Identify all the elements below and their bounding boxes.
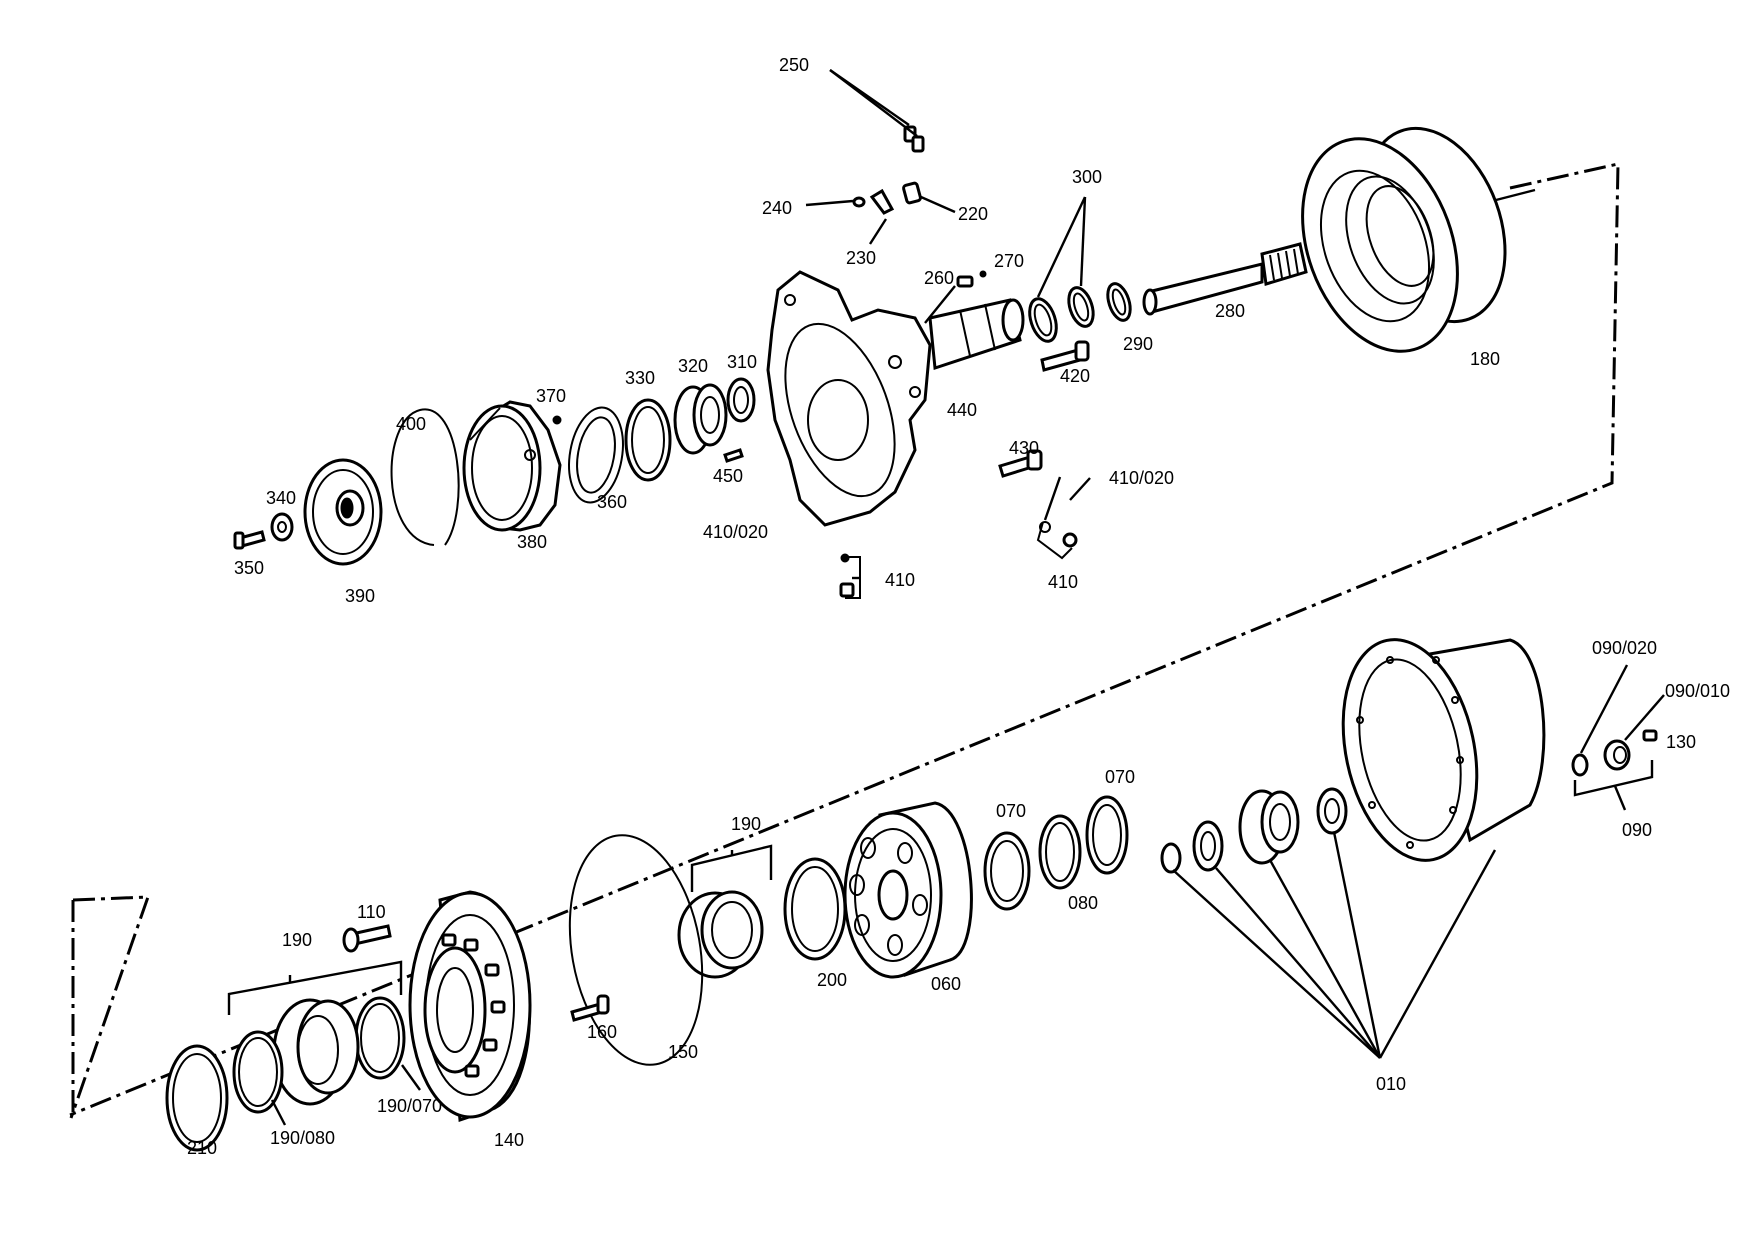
part-180-brake-disc xyxy=(1301,126,1507,353)
label-060: 060 xyxy=(931,974,961,994)
label-360: 360 xyxy=(597,492,627,512)
label-330: 330 xyxy=(625,368,655,388)
part-250-screws xyxy=(903,125,925,153)
label-260: 260 xyxy=(924,268,954,288)
label-340: 340 xyxy=(266,488,296,508)
part-410-bracket-left xyxy=(839,553,861,599)
label-090: 090 xyxy=(1622,820,1652,840)
part-370-dot xyxy=(552,415,562,425)
part-390-cover xyxy=(303,458,383,566)
part-310-ring xyxy=(726,377,756,423)
label-370: 370 xyxy=(536,386,566,406)
label-320: 320 xyxy=(678,356,708,376)
label-180: 180 xyxy=(1470,349,1500,369)
label-090-010: 090/010 xyxy=(1665,681,1730,701)
label-150: 150 xyxy=(668,1042,698,1062)
part-270-dot xyxy=(979,270,987,278)
part-330-ring xyxy=(624,398,672,482)
part-430-bolt xyxy=(998,449,1043,478)
part-300-rings xyxy=(1028,286,1095,343)
part-010-hub-housing xyxy=(1341,638,1546,862)
label-210: 210 xyxy=(187,1138,217,1158)
label-390: 390 xyxy=(345,586,375,606)
label-160: 160 xyxy=(587,1022,617,1042)
part-140-hub xyxy=(408,890,532,1123)
label-190-080: 190/080 xyxy=(270,1128,335,1148)
label-200: 200 xyxy=(817,970,847,990)
label-080: 080 xyxy=(1068,893,1098,913)
label-220: 220 xyxy=(958,204,988,224)
part-410-bracket-right xyxy=(1036,521,1078,560)
part-420-bolt xyxy=(1040,340,1090,372)
label-350: 350 xyxy=(234,558,264,578)
part-060-planet-carrier xyxy=(843,801,973,979)
label-420: 420 xyxy=(1060,366,1090,386)
part-340-washer xyxy=(270,512,294,542)
label-410-left: 410 xyxy=(885,570,915,590)
part-210-seal-ring xyxy=(165,1044,229,1152)
label-430: 430 xyxy=(1009,438,1039,458)
part-150-o-ring xyxy=(568,834,704,1066)
label-190-top: 190 xyxy=(731,814,761,834)
label-450: 450 xyxy=(713,466,743,486)
part-190-080-ring xyxy=(232,1030,284,1114)
part-090-020-ring xyxy=(1571,753,1589,777)
label-380: 380 xyxy=(517,532,547,552)
part-320-bearing xyxy=(673,383,728,455)
part-number-labels: 250 240 220 230 300 260 270 280 290 180 … xyxy=(187,55,1730,1158)
part-290-ring xyxy=(1106,282,1132,322)
part-450-pin xyxy=(723,448,744,463)
label-190-left: 190 xyxy=(282,930,312,950)
part-070-ring-right xyxy=(1085,795,1129,875)
part-240-pin xyxy=(852,196,866,208)
part-190-seal-upper xyxy=(677,890,764,979)
part-200-ring xyxy=(783,857,847,961)
label-070-right: 070 xyxy=(1105,767,1135,787)
label-090-020: 090/020 xyxy=(1592,638,1657,658)
label-140: 140 xyxy=(494,1130,524,1150)
part-160-bolt xyxy=(570,994,610,1022)
part-400-snap-ring xyxy=(390,408,460,546)
part-280-shaft xyxy=(1142,242,1308,316)
label-250: 250 xyxy=(779,55,809,75)
part-230-bolt xyxy=(869,188,895,215)
label-070-left: 070 xyxy=(996,801,1026,821)
part-440-housing xyxy=(766,270,1025,527)
label-310: 310 xyxy=(727,352,757,372)
label-300: 300 xyxy=(1072,167,1102,187)
label-240: 240 xyxy=(762,198,792,218)
part-070-ring-left xyxy=(983,831,1031,911)
part-130-plug xyxy=(1642,729,1658,742)
part-360-disc xyxy=(568,406,624,504)
part-090-010-nut xyxy=(1603,739,1631,771)
label-410-020-left: 410/020 xyxy=(703,522,768,542)
part-010-components xyxy=(1160,787,1348,874)
part-190-seal-lower xyxy=(272,998,360,1106)
label-290: 290 xyxy=(1123,334,1153,354)
label-130: 130 xyxy=(1666,732,1696,752)
part-080-ring xyxy=(1038,814,1082,890)
part-190-070-ring xyxy=(354,996,406,1080)
label-190-070: 190/070 xyxy=(377,1096,442,1116)
part-260-plug xyxy=(956,275,974,288)
label-010: 010 xyxy=(1376,1074,1406,1094)
part-220-block xyxy=(902,181,922,205)
part-350-screw xyxy=(233,530,266,550)
label-410-right: 410 xyxy=(1048,572,1078,592)
connection-dash-line xyxy=(69,162,1620,1119)
label-110: 110 xyxy=(357,902,386,922)
label-400: 400 xyxy=(396,414,426,434)
part-380-drum xyxy=(462,400,562,532)
label-270: 270 xyxy=(994,251,1024,271)
label-410-020-right: 410/020 xyxy=(1109,468,1174,488)
label-440: 440 xyxy=(947,400,977,420)
label-280: 280 xyxy=(1215,301,1245,321)
label-230: 230 xyxy=(846,248,876,268)
part-110-bolt xyxy=(342,924,392,953)
leader-lines xyxy=(227,69,1665,1126)
